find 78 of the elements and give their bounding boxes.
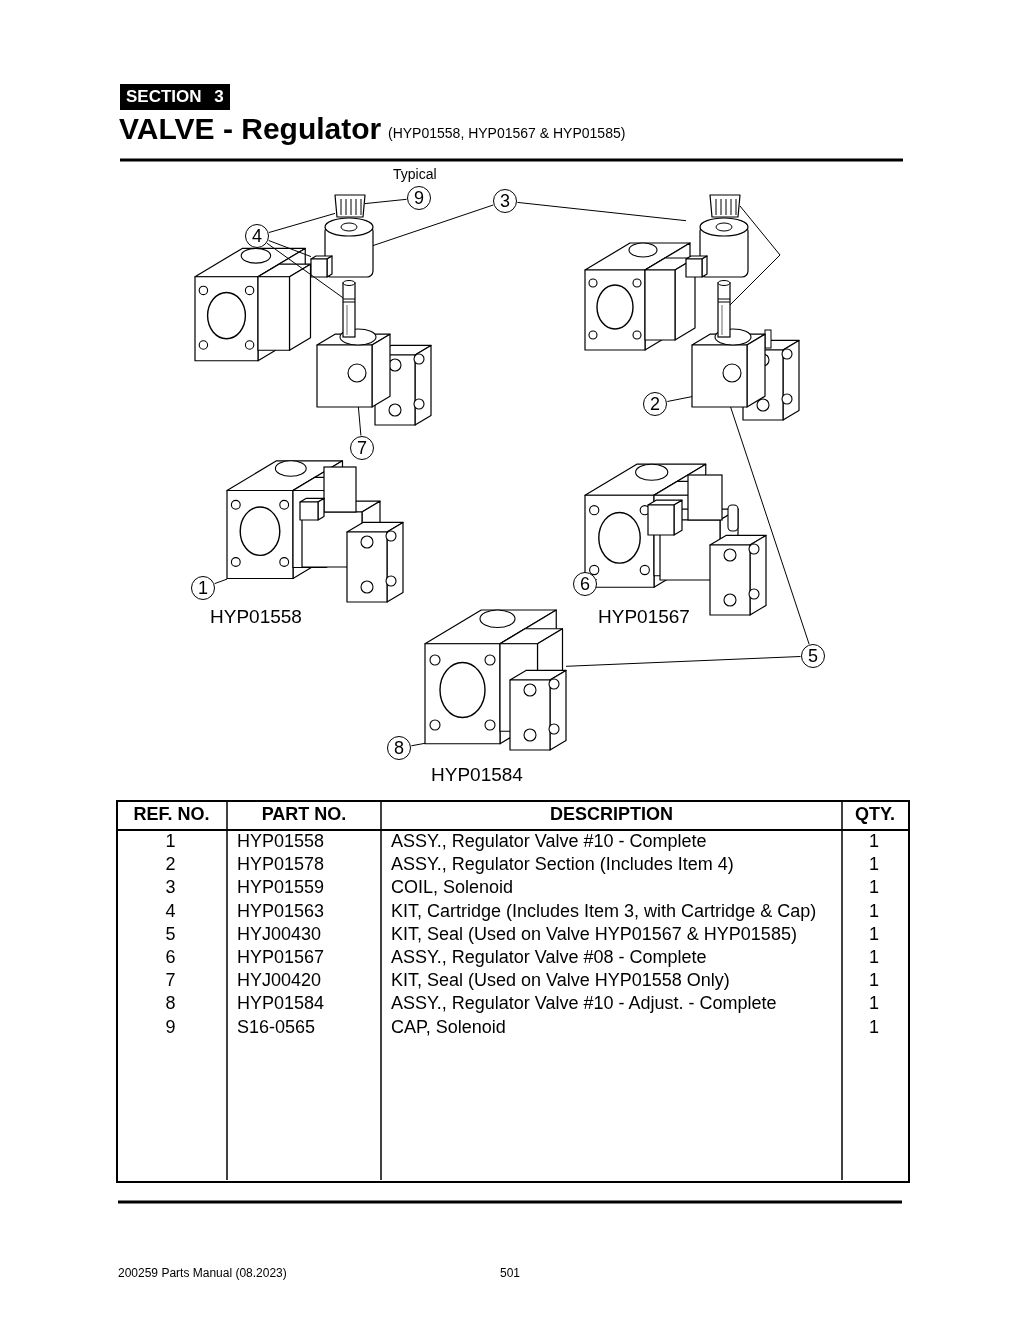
table-cell: 5	[165, 922, 176, 946]
table-cell: 1	[869, 876, 879, 900]
table-cell: 1	[165, 830, 176, 853]
table-cell: 1	[869, 992, 879, 1016]
callout-number: 9	[407, 186, 431, 210]
leader-line	[268, 240, 312, 258]
table-cell: S16-0565	[237, 1015, 316, 1039]
leader-line	[730, 406, 810, 645]
leader-line	[372, 204, 494, 247]
column-header: PART NO.	[260, 803, 348, 826]
leader-line	[357, 406, 362, 436]
table-cell: ASSY., Regulator Valve #10 - Adjust. - Complete	[391, 992, 777, 1016]
coil-drawing	[310, 217, 374, 278]
callout-number: 2	[643, 392, 667, 416]
column-header: DESCRIPTION	[549, 803, 674, 826]
valve-section-drawing	[316, 328, 391, 408]
table-cell: KIT, Cartridge (Includes Item 3, with Cartridge & Cap)	[391, 899, 817, 923]
column-header: QTY.	[854, 803, 896, 826]
table-cell: ASSY., Regulator Valve #08 - Complete	[391, 946, 707, 969]
page-number: 501	[500, 1266, 521, 1280]
valve-drawing	[226, 460, 404, 603]
valve-section-drawing	[691, 328, 766, 408]
table-cell: 1	[869, 853, 879, 877]
table-cell: ASSY., Regulator Section (Includes Item 4)	[391, 853, 734, 877]
leader-line	[214, 578, 228, 585]
leader-line	[565, 656, 801, 667]
part-number-label: HYP01567	[598, 606, 690, 628]
table-cell: 1	[869, 830, 879, 853]
table-cell: HYP01563	[237, 899, 325, 923]
page-title: VALVE - Regulator	[119, 112, 382, 146]
table-cell: 1	[869, 969, 879, 993]
table-cell: ASSY., Regulator Valve #10 - Complete	[391, 830, 707, 853]
table-cell: HYP01559	[237, 876, 325, 900]
cap-drawing	[334, 194, 366, 218]
table-cell: 9	[165, 1015, 176, 1039]
table-cell: HYJ00430	[237, 922, 322, 946]
callout-number: 4	[245, 224, 269, 248]
note-text: Typical	[393, 166, 437, 182]
table-cell: 2	[165, 853, 176, 877]
leader-line	[666, 396, 693, 402]
table-cell: KIT, Seal (Used on Valve HYP01567 & HYP01585)	[391, 922, 797, 946]
leader-line	[266, 242, 344, 299]
table-cell: 4	[165, 899, 176, 923]
leader-line	[364, 198, 408, 205]
table-cell: KIT, Seal (Used on Valve HYP01558 Only)	[391, 969, 730, 993]
valve-drawing	[424, 609, 567, 751]
leader-line	[410, 742, 426, 747]
callout-number: 7	[350, 436, 374, 460]
part-number-label: HYP01584	[431, 764, 523, 786]
leader-line	[516, 201, 687, 222]
table-cell: HYP01567	[237, 946, 325, 969]
table-cell: 8	[165, 992, 176, 1016]
part-number-label: HYP01558	[210, 606, 302, 628]
callout-number: 5	[801, 644, 825, 668]
table-cell: 1	[869, 922, 879, 946]
table-cell: 1	[869, 899, 879, 923]
table-cell: HYP01584	[237, 992, 325, 1016]
callout-number: 8	[387, 736, 411, 760]
table-cell: 7	[165, 969, 176, 993]
table-cell: 1	[869, 1015, 879, 1039]
table-cell: HYJ00420	[237, 969, 322, 993]
column-header: REF. NO.	[132, 803, 211, 826]
footer-text: 200259 Parts Manual (08.2023)	[118, 1266, 287, 1280]
table-cell: 3	[165, 876, 176, 900]
leader-line	[268, 212, 336, 233]
coil-drawing	[685, 217, 749, 278]
table-cell: HYP01558	[237, 830, 325, 853]
section-badge: SECTION 3	[120, 84, 230, 110]
table-cell: 6	[165, 946, 176, 969]
callout-number: 6	[573, 572, 597, 596]
callout-number: 1	[191, 576, 215, 600]
table-cell: 1	[869, 946, 879, 969]
callout-number: 3	[493, 189, 517, 213]
table-cell: HYP01578	[237, 853, 325, 877]
cartridge-drawing	[342, 280, 356, 338]
subtitle: (HYP01558, HYP01567 & HYP01585)	[388, 125, 626, 141]
table-cell: CAP, Solenoid	[391, 1015, 506, 1039]
table-cell: COIL, Solenoid	[391, 876, 514, 900]
